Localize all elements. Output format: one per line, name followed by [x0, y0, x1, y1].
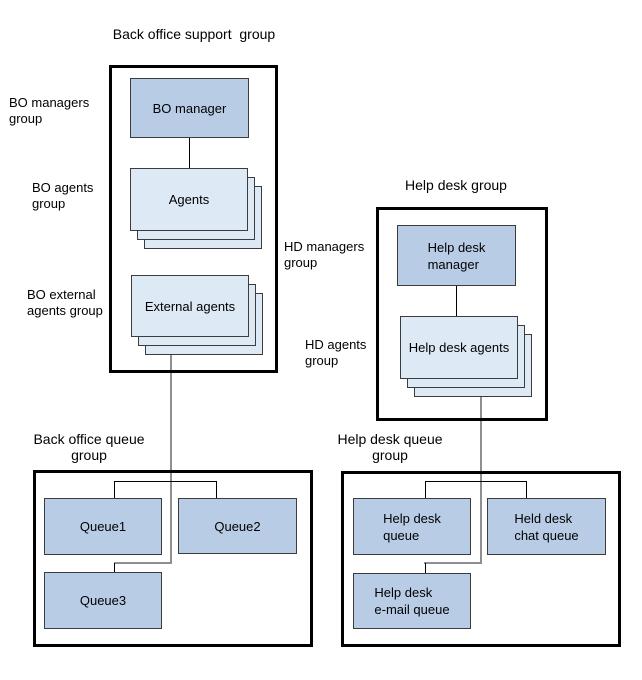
- connector-hd-manager-to-hd-agents: [456, 286, 457, 316]
- bo-support-group-container: [109, 65, 278, 373]
- help-desk-chat-queue-node: Held desk chat queue: [487, 498, 606, 555]
- queue2-node: Queue2: [178, 498, 297, 554]
- help-desk-manager-node: Help desk manager: [397, 225, 516, 286]
- hd-queue-group-title: Help desk queue group: [337, 431, 443, 463]
- connector-hd-queue-bracket-stub-queue: [425, 481, 426, 498]
- bo-support-group-title: Back office support group: [112, 26, 276, 42]
- help-desk-queue-node-label: Help desk queue: [383, 510, 441, 543]
- connector-bo-queue-bracket-stub-queue1: [114, 481, 115, 498]
- connector-bo-manager-to-agents: [189, 138, 190, 168]
- hd-agents-group-label: HD agents group: [305, 337, 367, 368]
- connector-external-agents-elbow-line: [114, 562, 172, 564]
- external-agents-node: External agents: [131, 275, 249, 337]
- queue3-node: Queue3: [44, 572, 162, 629]
- hd-queue-group-container: [341, 471, 621, 647]
- connector-bo-queue-bracket-stub-queue2: [216, 481, 217, 498]
- help-desk-email-queue-node: Help desk e-mail queue: [353, 573, 471, 629]
- bo-queue-group-title: Back office queue group: [33, 431, 145, 463]
- bo-external-agents-group-label: BO external agents group: [27, 287, 103, 318]
- bo-managers-group-label: BO managers group: [9, 95, 90, 126]
- help-desk-group-title: Help desk group: [405, 177, 507, 193]
- queue3-node-label: Queue3: [79, 593, 127, 608]
- bo-manager-node: BO manager: [130, 78, 249, 138]
- bo-queue-group-container: [33, 470, 313, 647]
- help-desk-manager-node-label: Help desk manager: [427, 239, 486, 272]
- agents-node-label: Agents: [168, 192, 210, 207]
- help-desk-agents-stack: Help desk agents: [400, 316, 532, 397]
- queue1-node: Queue1: [44, 498, 162, 555]
- bo-agents-group-label: BO agents group: [32, 180, 94, 211]
- queue1-node-label: Queue1: [79, 519, 127, 534]
- help-desk-chat-queue-node-label: Held desk chat queue: [514, 510, 579, 543]
- connector-queue3-stub: [114, 563, 115, 572]
- external-agents-stack: External agents: [131, 275, 263, 355]
- agents-stack: Agents: [130, 168, 262, 249]
- help-desk-group-container: [376, 207, 548, 421]
- help-desk-email-queue-node-label: Help desk e-mail queue: [374, 585, 450, 617]
- external-agents-node-label: External agents: [144, 298, 236, 314]
- connector-bo-queue-bracket: [114, 481, 217, 482]
- help-desk-queue-node: Help desk queue: [353, 498, 471, 555]
- connector-external-agents-down-line: [170, 355, 172, 564]
- queue2-node-label: Queue2: [214, 518, 261, 534]
- connector-hd-agents-elbow-line: [424, 562, 482, 564]
- connector-hd-agents-down-line: [480, 397, 482, 564]
- connector-email-queue-stub: [425, 563, 426, 573]
- connector-hd-queue-bracket: [425, 481, 527, 482]
- agents-node: Agents: [130, 168, 248, 231]
- help-desk-agents-node-label: Help desk agents: [408, 340, 510, 355]
- bo-manager-node-label: BO manager: [152, 100, 227, 116]
- connector-hd-queue-bracket-stub-chat: [526, 481, 527, 498]
- help-desk-agents-node: Help desk agents: [400, 316, 518, 379]
- hd-managers-group-label: HD managers group: [284, 239, 365, 270]
